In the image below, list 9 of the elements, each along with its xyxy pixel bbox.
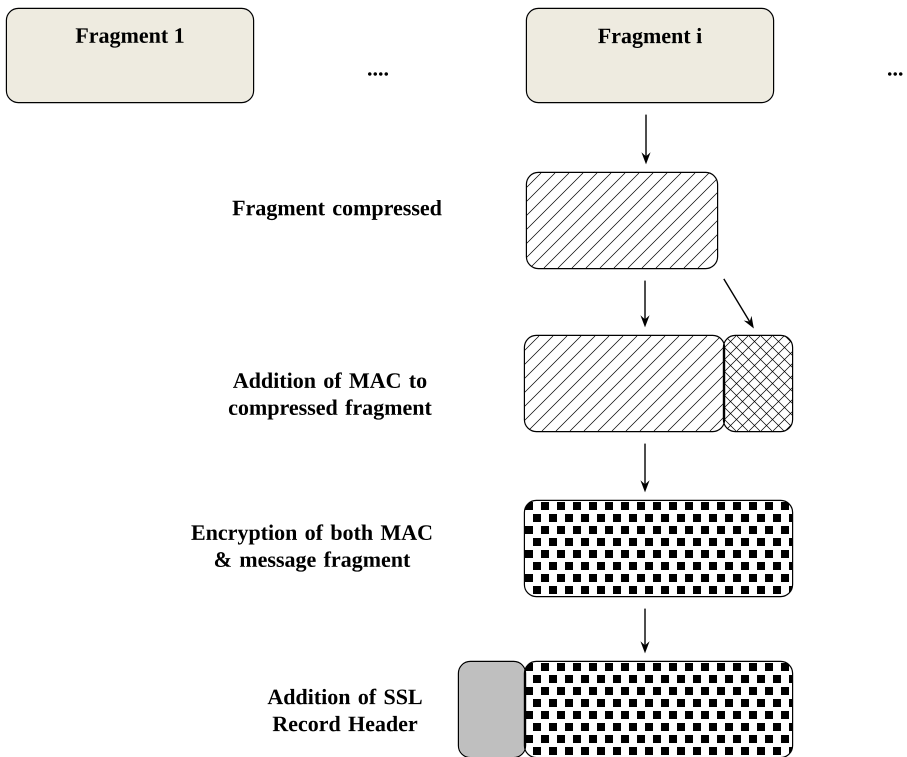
step-label: Addition of MAC to compressed fragment — [228, 372, 432, 420]
step-label: Encryption of both MAC & message fragment — [191, 524, 432, 572]
dots: .... — [368, 72, 388, 76]
fragment-box: Fragment 1 — [6, 8, 254, 104]
step-label: Addition of SSL Record Header — [268, 688, 422, 732]
step-label: Fragment compressed — [232, 200, 442, 220]
dots: ... — [888, 72, 902, 76]
header-box — [458, 660, 526, 757]
fragment-box: Fragment i — [526, 8, 774, 104]
